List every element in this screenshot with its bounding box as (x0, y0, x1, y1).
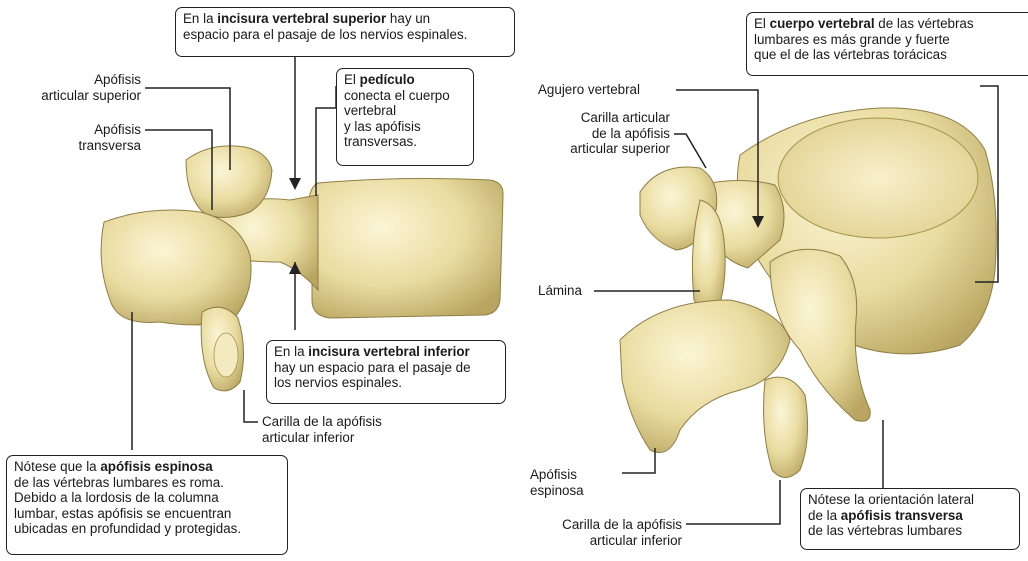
label-superior-articular-process: Apófisis articular superior (10, 72, 141, 103)
inferior-notch-callout: En la incisura vertebral inferior hay un… (266, 340, 506, 404)
inferior-articular-process-oblique (764, 377, 808, 477)
label-inferior-facet-right: Carilla de la apófisis articular inferio… (520, 517, 682, 548)
superior-notch-callout: En la incisura vertebral superior hay un… (175, 7, 515, 57)
label-vertebral-foramen: Agujero vertebral (538, 82, 640, 98)
label-superior-facet-right: Carilla articular de la apófisis articul… (520, 110, 670, 157)
transverse-spinous-mass (101, 210, 251, 325)
body-callout: El cuerpo vertebral de las vértebras lum… (746, 12, 1028, 76)
label-lamina: Lámina (538, 283, 582, 299)
vertebral-body-lateral (302, 179, 503, 318)
spinous-callout: Nótese que la apófisis espinosa de las v… (6, 455, 288, 555)
body-superior-surface (778, 118, 978, 238)
label-inferior-facet-left: Carilla de la apófisis articular inferio… (262, 414, 382, 445)
label-transverse-process: Apófisis transversa (10, 122, 141, 153)
oblique-vertebra (620, 108, 996, 478)
pedicle-callout: El pedículo conecta el cuerpo vertebral … (336, 68, 474, 166)
label-spinous-right: Apófisis espinosa (530, 467, 620, 498)
transverse-callout: Nótese la orientación lateral de la apóf… (800, 488, 1020, 550)
